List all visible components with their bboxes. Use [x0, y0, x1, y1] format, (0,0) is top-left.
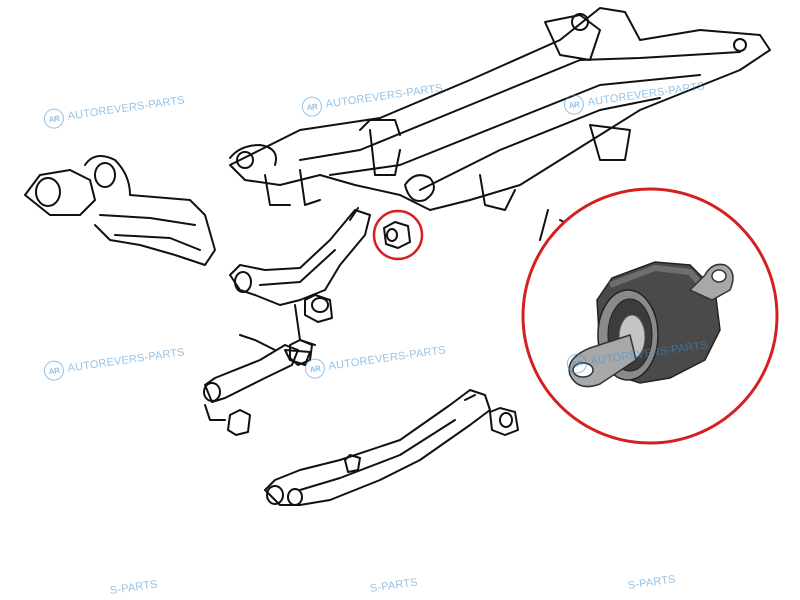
watermark-logo-icon: AR — [565, 352, 589, 375]
lateral-link — [203, 334, 313, 436]
lower-trailing-arm — [264, 389, 519, 506]
highlighted-bushing-small — [383, 221, 411, 249]
watermark-logo-icon: AR — [300, 95, 324, 118]
watermark-logo-icon: AR — [42, 107, 66, 130]
watermark-logo-icon: AR — [42, 359, 66, 382]
bushing-detail-callout — [521, 187, 779, 445]
rear-subframe — [229, 7, 771, 241]
watermark-logo-icon: AR — [303, 357, 327, 380]
watermark-logo-icon: AR — [562, 93, 586, 116]
highlight-circle-small — [372, 209, 424, 261]
upper-control-arm — [229, 207, 371, 346]
trailing-link-left — [24, 155, 216, 266]
